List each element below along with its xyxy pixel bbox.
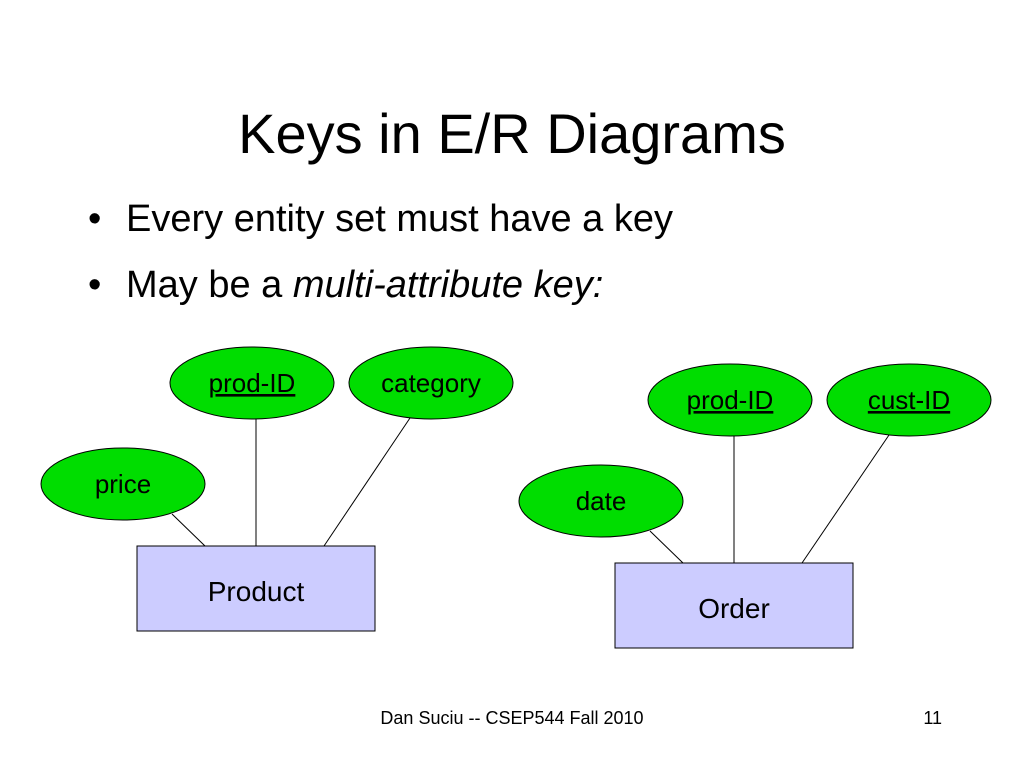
footer-text: Dan Suciu -- CSEP544 Fall 2010 bbox=[380, 708, 644, 728]
er-diagram-product: Product prod-ID category price bbox=[40, 346, 514, 632]
bullet-text: May be a bbox=[126, 264, 293, 306]
attribute-ellipse bbox=[169, 346, 335, 420]
attribute-ellipse bbox=[518, 464, 684, 538]
attribute-label: prod-ID bbox=[209, 368, 296, 398]
relation-line bbox=[649, 530, 684, 564]
bullet-emphasis: multi-attribute key: bbox=[292, 264, 604, 306]
bullet-item: • May be a multi-attribute key: bbox=[88, 262, 673, 308]
relation-line bbox=[323, 417, 411, 547]
attribute-label: price bbox=[95, 469, 151, 499]
attribute-label: date bbox=[576, 486, 627, 516]
relation-line bbox=[801, 434, 890, 564]
attribute-ellipse bbox=[826, 363, 992, 437]
attribute-label: cust-ID bbox=[868, 385, 950, 415]
entity-label: Product bbox=[208, 576, 305, 607]
attribute-ellipse bbox=[40, 447, 206, 521]
attribute-label: prod-ID bbox=[687, 385, 774, 415]
relation-line bbox=[171, 513, 206, 547]
bullet-item: • Every entity set must have a key bbox=[88, 196, 673, 242]
attribute-ellipse bbox=[348, 346, 514, 420]
entity-box bbox=[614, 562, 854, 649]
slide-title: Keys in E/R Diagrams bbox=[238, 102, 786, 165]
bullet-marker: • bbox=[88, 198, 102, 240]
er-diagram-order: Order prod-ID cust-ID date bbox=[518, 363, 992, 649]
attribute-label: category bbox=[381, 368, 481, 398]
entity-label: Order bbox=[698, 593, 770, 624]
bullet-text: Every entity set must have a key bbox=[126, 198, 674, 240]
bullet-list: • Every entity set must have a key • May… bbox=[88, 196, 673, 328]
page-number: 11 bbox=[923, 708, 942, 728]
entity-box bbox=[136, 545, 376, 632]
bullet-marker: • bbox=[88, 264, 102, 306]
attribute-ellipse bbox=[647, 363, 813, 437]
